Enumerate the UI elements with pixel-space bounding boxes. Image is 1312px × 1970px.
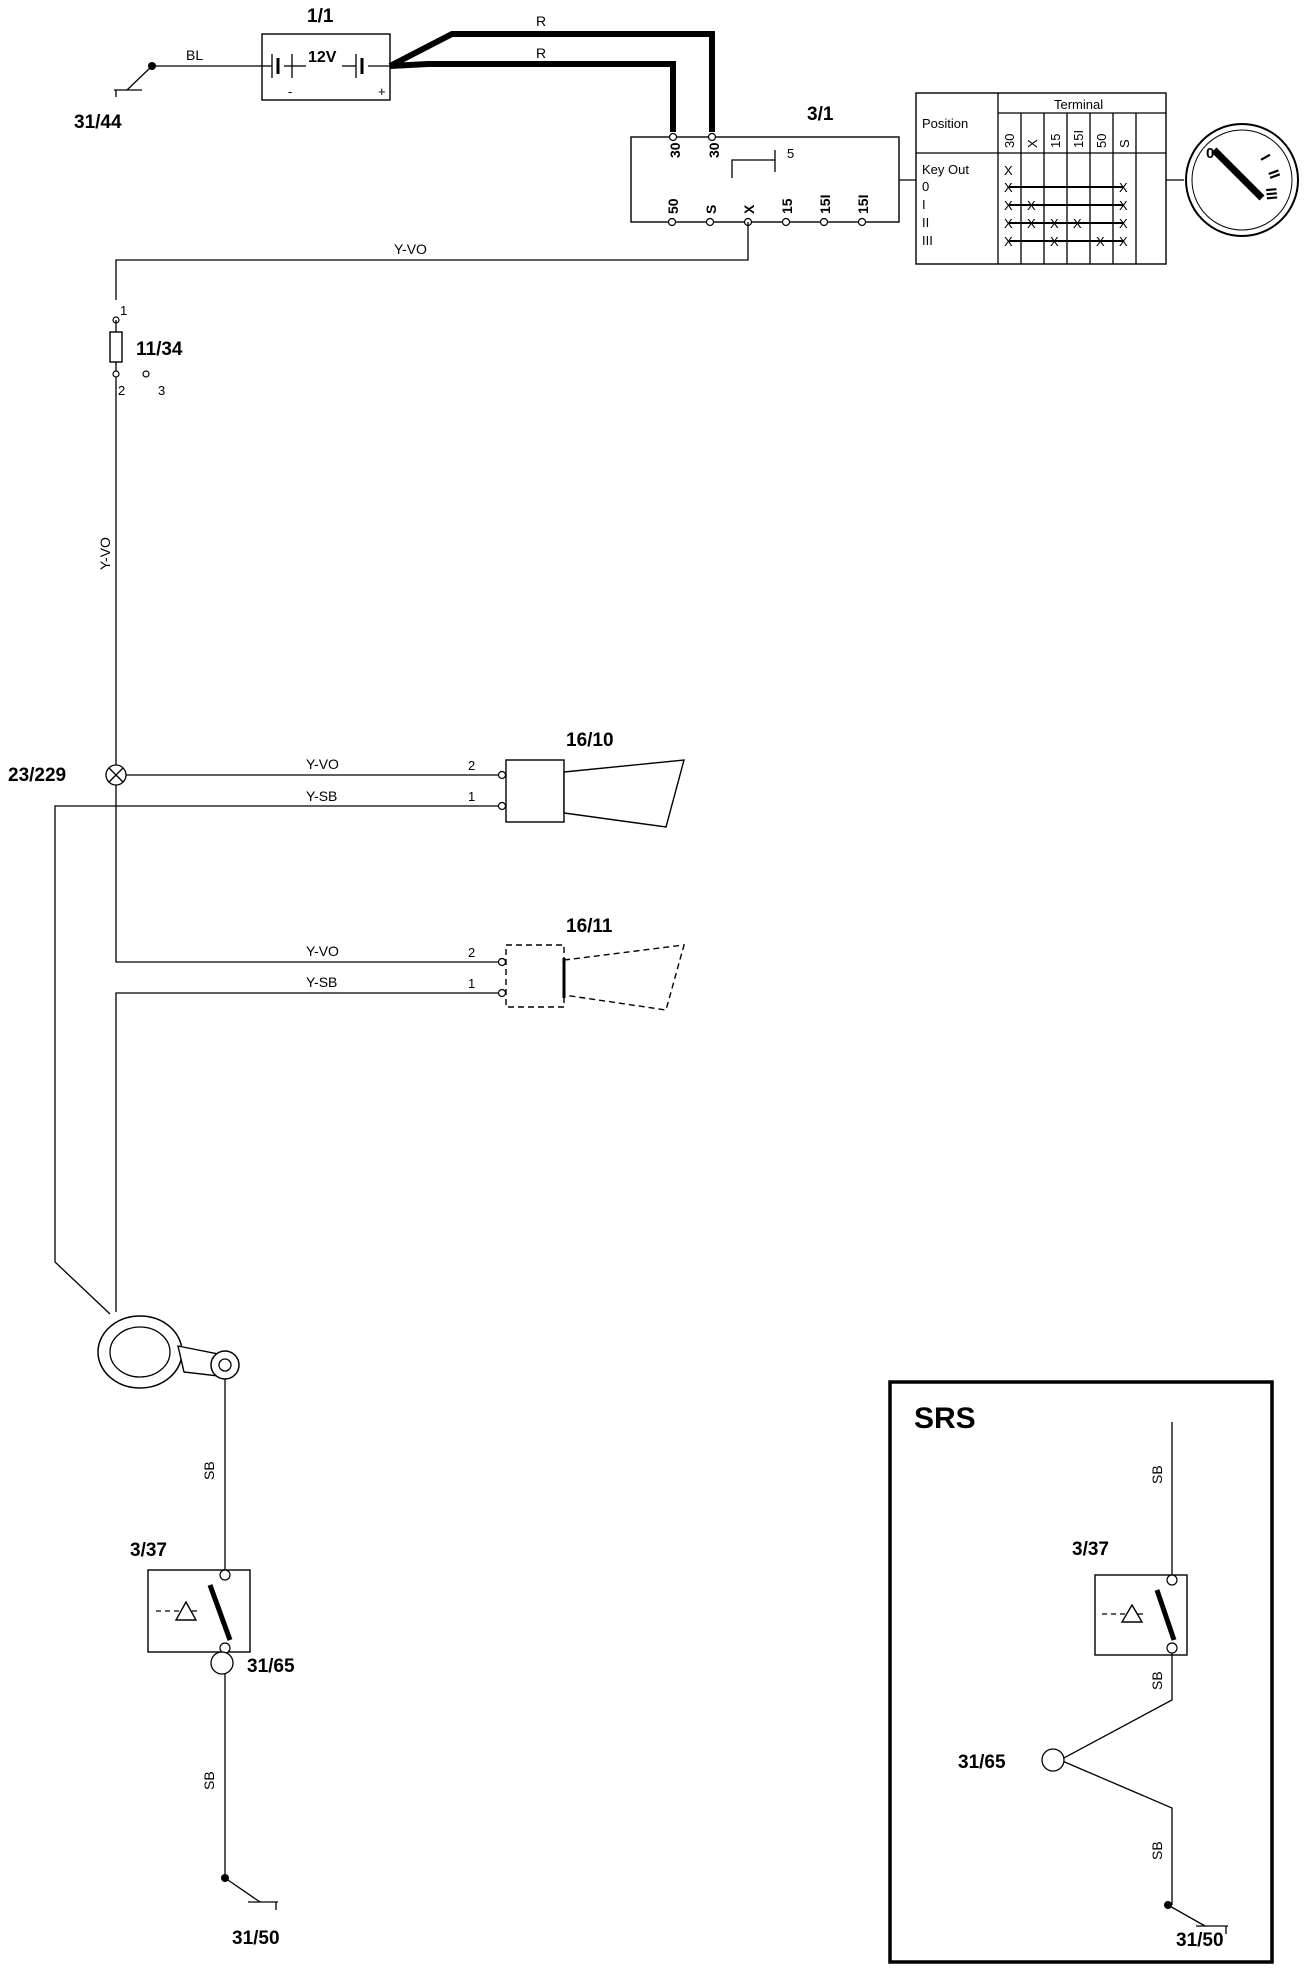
horn-main-label: 16/10 <box>566 730 614 751</box>
wire-y-vo-top-label: Y-VO <box>394 241 427 257</box>
wire-y-vo-vertical-label: Y-VO <box>97 537 113 570</box>
fuse-pin-2: 2 <box>118 383 125 398</box>
contact-reel: 3/37 <box>130 1540 251 1654</box>
table-row-position-3: II <box>922 215 929 230</box>
switch-terminal-15: 15 <box>779 198 795 214</box>
ground-31-44-label: 31/44 <box>74 112 122 133</box>
wire-y-vo-horn2-label: Y-VO <box>306 943 339 959</box>
table-mark-2-1: X <box>1027 198 1036 213</box>
steering-horn-switch <box>97 1315 240 1389</box>
srs-ground-31-50-label: 31/50 <box>1176 1930 1224 1951</box>
ground-31-50-label: 31/50 <box>232 1928 280 1949</box>
table-terminal-header: Terminal <box>1054 97 1103 112</box>
srs-inset: SRS SB 3/37 SB 31/65 SB 31/50 <box>888 1380 1274 1964</box>
srs-reel-label: 3/37 <box>1072 1539 1109 1560</box>
horn-main: 2 1 16/10 <box>468 730 685 828</box>
table-mark-3-3: X <box>1073 216 1082 231</box>
srs-wire-lower-label: SB <box>1149 1841 1165 1860</box>
table-terminal-4: 50 <box>1094 134 1109 148</box>
ground-31-44: 31/44 <box>74 62 156 133</box>
key-position-iii: III <box>1262 187 1280 201</box>
table-mark-2-0: X <box>1004 198 1013 213</box>
horn-optional-label: 16/11 <box>566 916 613 937</box>
fuse-pin-3: 3 <box>158 383 165 398</box>
srs-ground-31-65-label: 31/65 <box>958 1752 1006 1773</box>
switch-terminal-15i-b: 15I <box>855 195 871 214</box>
wire-y-sb-horn2-label: Y-SB <box>306 974 337 990</box>
table-mark-0-0: X <box>1004 163 1013 178</box>
table-terminal-3: 15I <box>1071 130 1086 148</box>
wires-r: R R <box>388 13 715 132</box>
switch-terminal-s: S <box>703 205 719 214</box>
table-position-header: Position <box>922 116 968 131</box>
horn-main-pin-2: 2 <box>468 758 475 773</box>
key-lock: 0 I II III <box>1166 123 1299 237</box>
switch-terminal-top-2: 30 <box>706 142 722 158</box>
table-mark-4-5: X <box>1119 234 1128 249</box>
wire-r-top-label: R <box>536 13 546 29</box>
table-row-position-1: 0 <box>922 179 929 194</box>
srs-wire-middle-label: SB <box>1149 1671 1165 1690</box>
table-mark-3-0: X <box>1004 216 1013 231</box>
table-row-position-2: I <box>922 197 926 212</box>
horn-optional-pin-2: 2 <box>468 945 475 960</box>
ground-31-50: 31/50 <box>221 1874 280 1949</box>
connector-23-229-label: 23/229 <box>8 765 66 786</box>
table-terminal-1: X <box>1025 139 1040 148</box>
table-mark-3-1: X <box>1027 216 1036 231</box>
battery: 12V - + 1/1 <box>261 6 391 101</box>
table-mark-3-5: X <box>1119 216 1128 231</box>
battery-minus: - <box>288 84 292 99</box>
srs-title: SRS <box>914 1402 976 1435</box>
horn-optional: 2 1 16/11 <box>468 916 685 1011</box>
battery-plus: + <box>378 84 386 99</box>
key-position-0: 0 <box>1206 145 1214 162</box>
wire-y-vo-horn1-label: Y-VO <box>306 756 339 772</box>
srs-wire-upper-label: SB <box>1149 1465 1165 1484</box>
fuse-label: 11/34 <box>136 339 183 360</box>
table-mark-1-5: X <box>1119 180 1128 195</box>
wire-bl-label: BL <box>186 47 203 63</box>
table-mark-4-4: X <box>1096 234 1105 249</box>
switch-terminal-15i-a: 15I <box>817 195 833 214</box>
table-mark-1-0: X <box>1004 180 1013 195</box>
table-row-position-0: Key Out <box>922 162 969 177</box>
table-mark-4-2: X <box>1050 234 1059 249</box>
switch-terminal-x: X <box>741 204 757 214</box>
battery-voltage: 12V <box>308 49 337 66</box>
connector-23-229: 23/229 <box>8 764 127 786</box>
switch-terminal-50: 50 <box>665 198 681 214</box>
fuse: 1 2 3 11/34 <box>109 303 183 398</box>
horn-optional-pin-1: 1 <box>468 976 475 991</box>
ground-31-65-label: 31/65 <box>247 1656 295 1677</box>
wire-sb-upper-label: SB <box>201 1461 217 1480</box>
table-mark-4-0: X <box>1004 234 1013 249</box>
table-terminal-5: S <box>1117 139 1132 148</box>
wire-y-sb-horn1-label: Y-SB <box>306 788 337 804</box>
wire-sb-lower-label: SB <box>201 1771 217 1790</box>
switch-inner-mark: 5 <box>787 146 794 161</box>
horn-main-pin-1: 1 <box>468 789 475 804</box>
switch-terminal-top-1: 30 <box>667 142 683 158</box>
ignition-switch-label: 3/1 <box>807 104 834 125</box>
contact-reel-label: 3/37 <box>130 1540 167 1561</box>
table-mark-2-5: X <box>1119 198 1128 213</box>
wire-r-bottom-label: R <box>536 45 546 61</box>
table-terminal-0: 30 <box>1002 134 1017 148</box>
battery-label: 1/1 <box>307 6 334 27</box>
fuse-pin-1: 1 <box>120 303 127 318</box>
table-terminal-2: 15 <box>1048 134 1063 148</box>
table-mark-3-2: X <box>1050 216 1059 231</box>
ignition-switch: 30 30 5 50 S X 15 15I 15I 3/1 <box>630 104 916 227</box>
table-row-position-4: III <box>922 233 933 248</box>
